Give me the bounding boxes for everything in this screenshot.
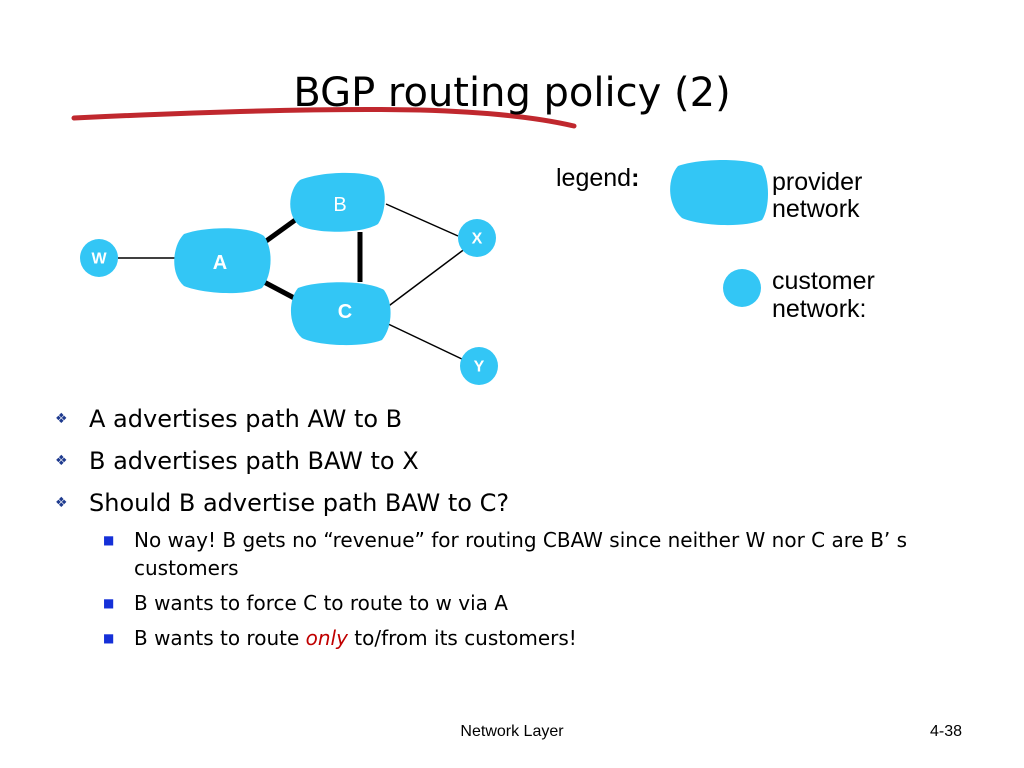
link-c-y: [383, 321, 465, 361]
provider-node-b: [290, 172, 385, 232]
sub-bullet-prefix: B wants to route: [134, 626, 306, 650]
footer-chapter: Network Layer: [460, 723, 564, 740]
customer-node-w: [80, 239, 118, 277]
diamond-bullet-icon: ❖: [55, 411, 68, 427]
bullet-item: ❖ B advertises path BAW to X: [55, 440, 975, 482]
legend-customer-line1: customer: [772, 267, 875, 295]
node-label-b: B: [333, 194, 346, 216]
legend-customer-shape: [723, 269, 761, 307]
sub-bullet-text: B wants to force C to route to w via A: [134, 591, 508, 615]
footer-page-number: 4-38: [929, 723, 962, 740]
legend-title-word: legend: [556, 164, 631, 192]
node-label-c: C: [338, 301, 352, 323]
legend-provider-shape: [670, 160, 768, 226]
link-b-x: [385, 203, 459, 237]
link-c-x: [385, 247, 467, 309]
slide-title: BGP routing policy (2): [293, 70, 731, 116]
link-a-b: [260, 215, 300, 247]
sub-bullet-item: ■ B wants to force C to route to w via A: [55, 589, 975, 617]
legend-provider-line1: provider: [772, 168, 862, 196]
square-bullet-icon: ■: [103, 631, 115, 645]
provider-node-c: [290, 282, 391, 346]
sub-bullet-item: ■ B wants to route only to/from its cust…: [55, 624, 975, 652]
customer-node-y: [460, 347, 498, 385]
node-label-y: Y: [474, 359, 485, 376]
node-label-a: A: [213, 252, 227, 274]
bullet-list: ❖ A advertises path AW to B ❖ B advertis…: [55, 398, 975, 659]
link-a-c: [262, 279, 300, 303]
bullet-text: A advertises path AW to B: [89, 405, 403, 433]
square-bullet-icon: ■: [103, 596, 115, 610]
legend-provider-line2: network: [772, 195, 860, 223]
bullet-text: Should B advertise path BAW to C?: [89, 489, 510, 517]
legend-title: legend:: [556, 164, 639, 192]
legend-title-colon: :: [631, 164, 639, 192]
provider-node-a: [174, 228, 271, 294]
diamond-bullet-icon: ❖: [55, 453, 68, 469]
bullet-item: ❖ A advertises path AW to B: [55, 398, 975, 440]
customer-node-x: [458, 219, 496, 257]
square-bullet-icon: ■: [103, 533, 115, 547]
emphasis-only: only: [305, 626, 348, 650]
diamond-bullet-icon: ❖: [55, 495, 68, 511]
node-label-x: X: [472, 231, 483, 248]
sub-bullet-suffix: to/from its customers!: [347, 626, 577, 650]
sub-bullet-text: B wants to route only to/from its custom…: [134, 626, 577, 650]
node-label-w: W: [91, 251, 107, 268]
sub-bullet-item: ■ No way! B gets no “revenue” for routin…: [55, 526, 975, 582]
bullet-item: ❖ Should B advertise path BAW to C?: [55, 482, 975, 524]
legend-customer-line2: network:: [772, 295, 866, 323]
sub-bullet-text: No way! B gets no “revenue” for routing …: [134, 528, 908, 580]
bullet-text: B advertises path BAW to X: [89, 447, 419, 475]
